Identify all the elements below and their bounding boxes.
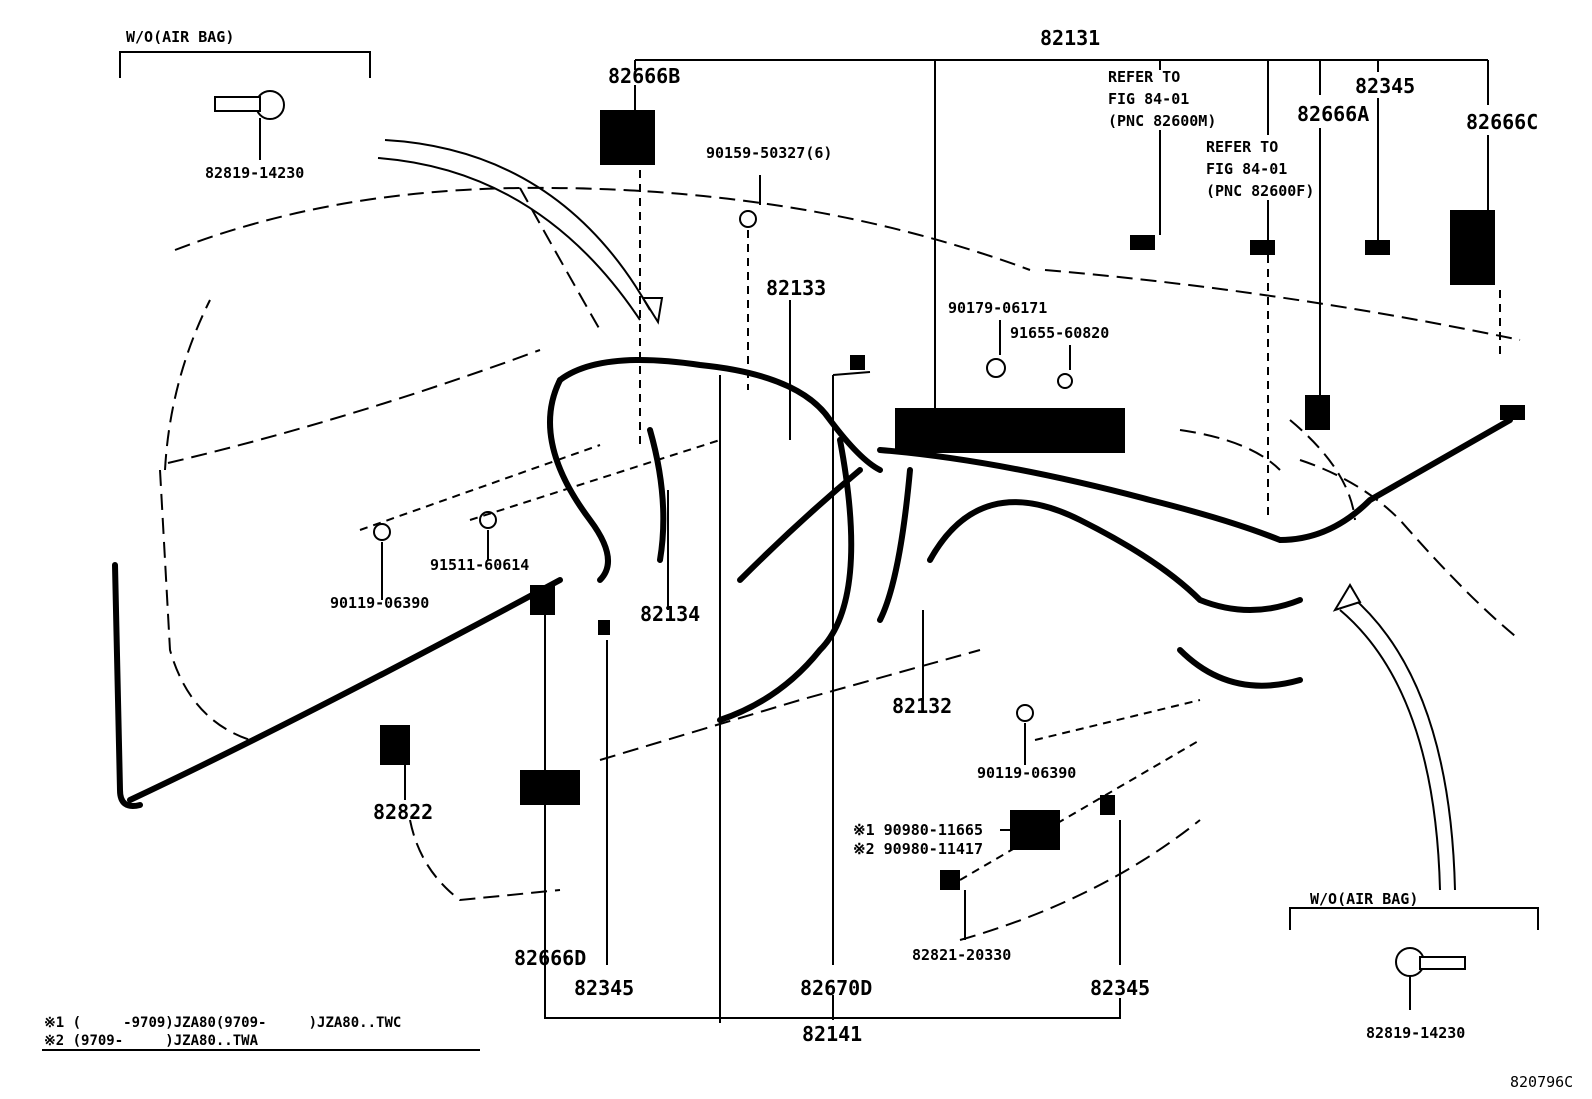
part-82133: 82133 <box>766 276 827 300</box>
refer-note-2-line3: (PNC 82600F) <box>1206 182 1315 200</box>
part-82134: 82134 <box>640 602 701 626</box>
part-82666D: 82666D <box>514 946 587 970</box>
part-90980-1: ※1 90980-11665 <box>853 821 983 839</box>
flow-arrows <box>377 139 1456 891</box>
leader-lines <box>42 51 1539 1051</box>
footnote-2: ※2 (9709- )JZA80..TWA <box>44 1033 259 1049</box>
part-82819-bottom: 82819-14230 <box>1366 1024 1466 1042</box>
part-91511: 91511-60614 <box>430 556 530 574</box>
part-90119-left: 90119-06390 <box>330 594 430 612</box>
footnote-1: ※1 ( -9709)JZA80(9709- )JZA80..TWC <box>44 1015 402 1031</box>
part-82666A: 82666A <box>1297 102 1370 126</box>
refer-note-1-line2: FIG 84-01 <box>1108 90 1190 108</box>
part-82345-left: 82345 <box>574 976 635 1000</box>
part-82141: 82141 <box>802 1022 863 1046</box>
part-82821: 82821-20330 <box>912 946 1012 964</box>
part-82822: 82822 <box>373 800 434 824</box>
part-82819-top: 82819-14230 <box>205 164 305 182</box>
part-82666B: 82666B <box>608 64 681 88</box>
part-90159: 90159-50327(6) <box>706 144 833 162</box>
main-harness <box>112 357 1513 809</box>
refer-note-1-line1: REFER TO <box>1108 68 1181 86</box>
part-82666C: 82666C <box>1466 110 1539 134</box>
dashed-guide-lines <box>359 170 1501 881</box>
wo-airbag-label-top: W/O(AIR BAG) <box>126 28 235 46</box>
figure-code: 820796C <box>1510 1073 1574 1091</box>
part-82670D: 82670D <box>800 976 873 1000</box>
part-82132: 82132 <box>892 694 953 718</box>
part-90119-right: 90119-06390 <box>977 764 1077 782</box>
part-90980-2: ※2 90980-11417 <box>853 840 983 858</box>
part-82345-top: 82345 <box>1355 74 1416 98</box>
part-82345-right: 82345 <box>1090 976 1151 1000</box>
part-82131: 82131 <box>1040 26 1101 50</box>
part-90179: 90179-06171 <box>948 299 1048 317</box>
fasteners <box>214 90 1466 977</box>
refer-note-1-line3: (PNC 82600M) <box>1108 112 1217 130</box>
body-outline-dashed <box>159 186 1521 941</box>
refer-note-2-line1: REFER TO <box>1206 138 1279 156</box>
harness-connectors <box>380 110 1525 890</box>
wo-airbag-label-bottom: W/O(AIR BAG) <box>1310 890 1419 908</box>
part-91655: 91655-60820 <box>1010 324 1110 342</box>
refer-note-2-line2: FIG 84-01 <box>1206 160 1288 178</box>
